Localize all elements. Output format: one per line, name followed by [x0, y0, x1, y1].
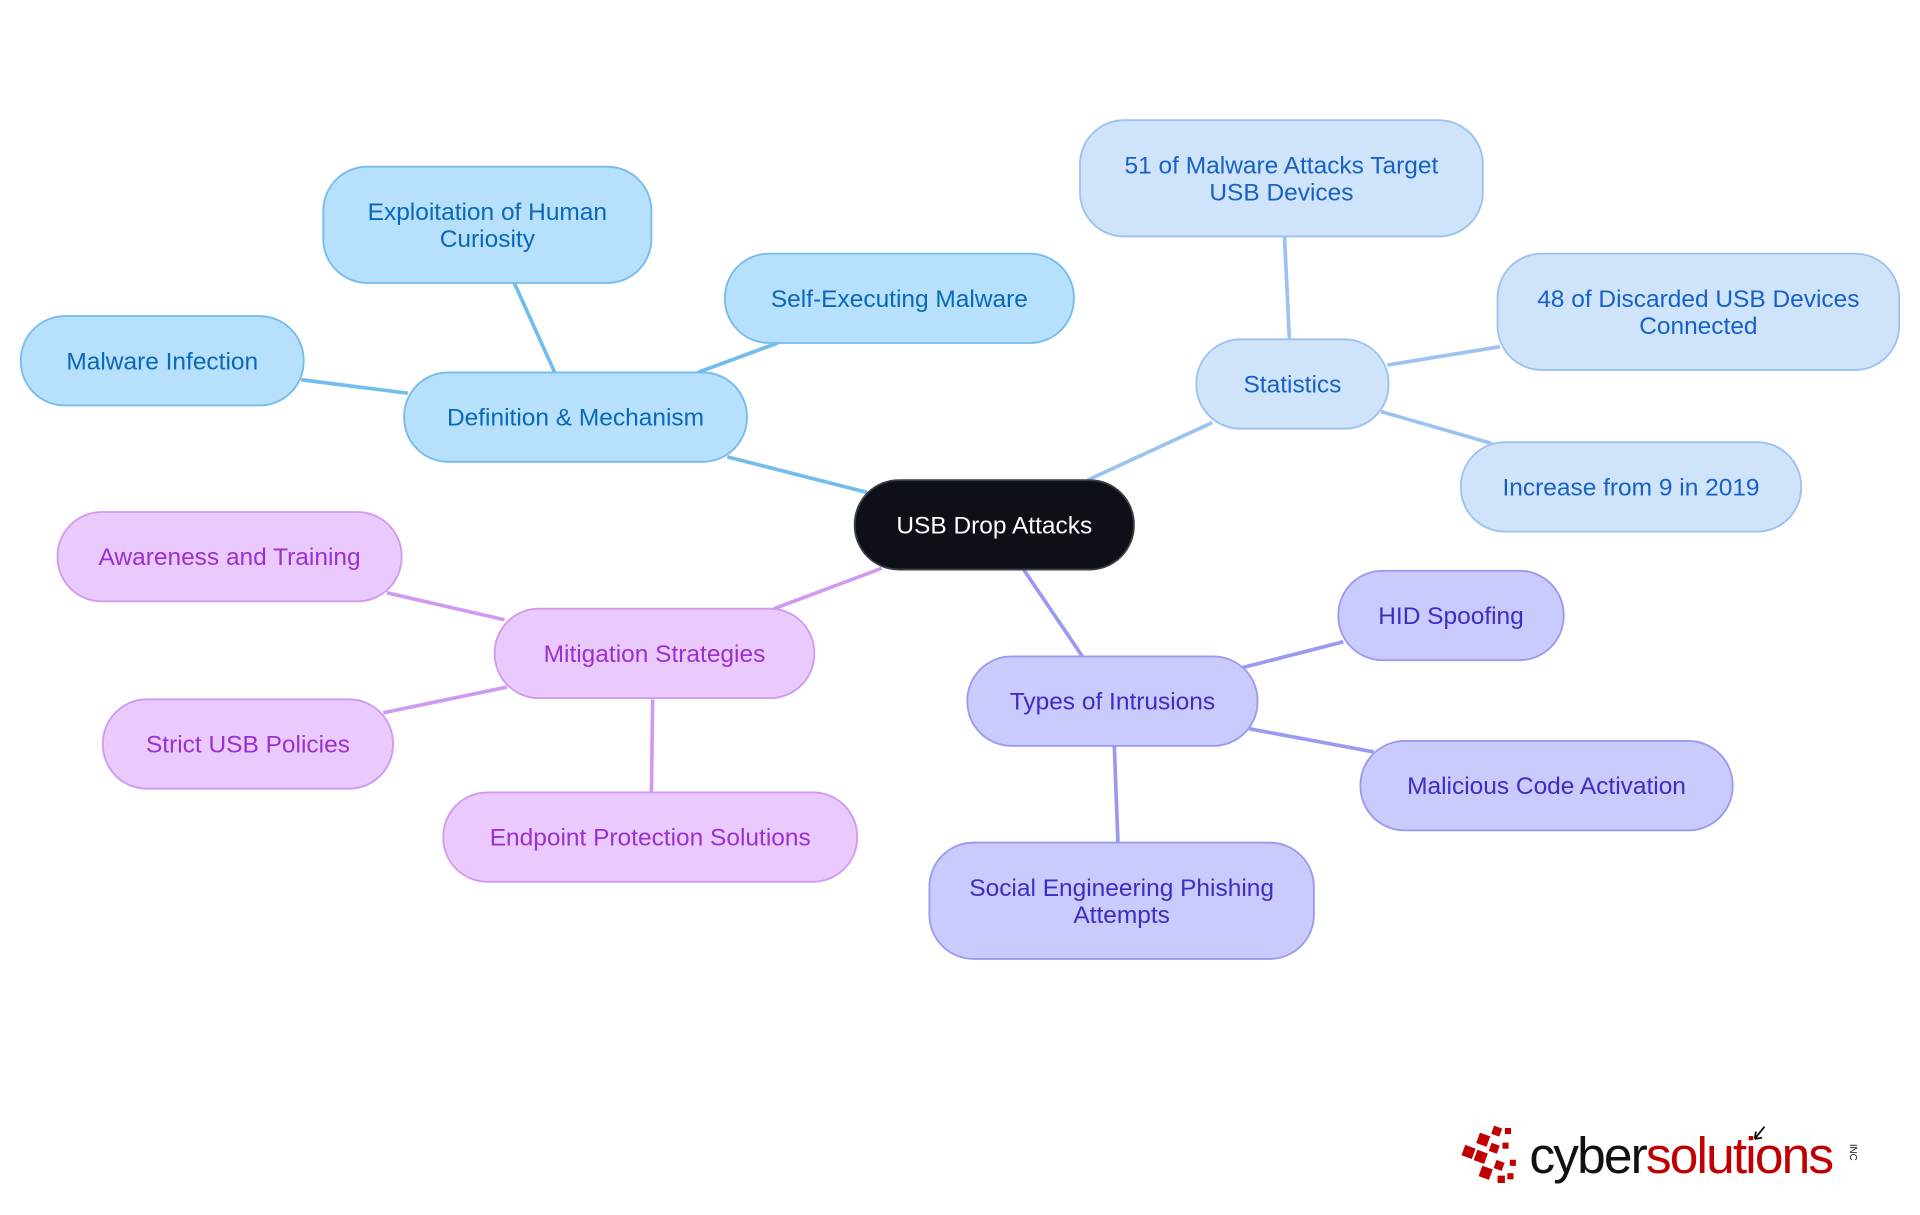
node-label: 48 of Discarded USB Devices [1537, 286, 1859, 313]
node-label: Malware Infection [66, 348, 258, 375]
nodes: USB Drop Attacks Definition & Mechanism Ex… [19, 119, 1901, 960]
edge-definition-self-executing-malware [697, 341, 779, 375]
node-label: Connected [1639, 313, 1757, 340]
node-shape [56, 511, 403, 603]
edge-mitigation-endpoint-protection-solutions [649, 699, 655, 793]
node-label: 51 of Malware Attacks Target [1125, 152, 1439, 179]
leaf-node-awareness-and-training[interactable]: Awareness and Training [56, 511, 403, 603]
edge-statistics-48-of-discarded-usb-devices-connected [1387, 344, 1501, 367]
edge-mitigation-awareness-and-training [386, 591, 505, 622]
edges [300, 236, 1501, 843]
node-label: Statistics [1243, 372, 1341, 399]
edge-root-definition [726, 455, 868, 495]
leaf-node-malware-infection[interactable]: Malware Infection [19, 315, 305, 407]
cybersolutions-logo: cybersolutions INC [1461, 1125, 1858, 1184]
node-shape [493, 607, 816, 700]
node-shape [1459, 441, 1803, 533]
node-label: Endpoint Protection Solutions [490, 825, 811, 852]
node-shape [966, 655, 1259, 747]
node-label: Increase from 9 in 2019 [1502, 474, 1759, 501]
root-node[interactable]: USB Drop Attacks [853, 479, 1135, 571]
node-shape [1337, 569, 1565, 662]
leaf-node-strict-usb-policies[interactable]: Strict USB Policies [101, 698, 394, 790]
leaf-node-self-executing-malware[interactable]: Self-Executing Malware [723, 252, 1075, 344]
logo-text-solutions: solutions [1646, 1126, 1832, 1184]
logo-arrow-icon [1753, 1126, 1766, 1140]
branch-node-types[interactable]: Types of Intrusions [966, 655, 1259, 747]
node-label: Self-Executing Malware [771, 286, 1028, 313]
logo-inc: INC [1847, 1144, 1858, 1161]
node-label: Exploitation of Human [368, 199, 607, 226]
branch-node-mitigation[interactable]: Mitigation Strategies [493, 607, 816, 700]
node-shape [1195, 338, 1390, 430]
node-shape [442, 791, 859, 883]
node-label: Strict USB Policies [146, 732, 350, 759]
edge-types-social-engineering-phishing-attempts [1112, 745, 1120, 843]
node-shape [928, 841, 1315, 960]
node-shape [101, 698, 394, 790]
node-label: Awareness and Training [99, 544, 361, 571]
node-label: USB Devices [1209, 179, 1353, 206]
edge-mitigation-strict-usb-policies [382, 685, 508, 715]
edge-root-statistics [1086, 420, 1214, 482]
node-shape [723, 252, 1075, 344]
node-label: Malicious Code Activation [1407, 773, 1686, 800]
node-label: Mitigation Strategies [544, 641, 766, 668]
leaf-node-malicious-code-activation[interactable]: Malicious Code Activation [1359, 740, 1734, 832]
node-shape [322, 165, 653, 284]
node-shape [1496, 252, 1901, 371]
node-shape [1079, 119, 1484, 238]
edge-types-malicious-code-activation [1248, 726, 1375, 754]
edge-types-hid-spoofing [1242, 640, 1344, 670]
node-label: Types of Intrusions [1010, 689, 1215, 716]
svg-text:cybersolutions: cybersolutions [1529, 1126, 1832, 1184]
branch-node-definition[interactable]: Definition & Mechanism [403, 371, 748, 463]
node-label: Curiosity [440, 226, 536, 253]
node-shape [403, 371, 748, 463]
edge-definition-malware-infection [300, 377, 408, 396]
logo-squares-icon [1461, 1125, 1516, 1184]
edge-statistics-increase-from-9-in-2019 [1380, 409, 1492, 446]
leaf-node-endpoint-protection-solutions[interactable]: Endpoint Protection Solutions [442, 791, 859, 883]
leaf-node-increase-from-9-in-2019[interactable]: Increase from 9 in 2019 [1459, 441, 1803, 533]
node-shape [19, 315, 305, 407]
edge-statistics-51-of-malware-attacks-target-usb-devices [1282, 236, 1292, 340]
node-label: Social Engineering Phishing [969, 875, 1274, 902]
node-label: USB Drop Attacks [896, 512, 1092, 539]
leaf-node-hid-spoofing[interactable]: HID Spoofing [1337, 569, 1565, 662]
edge-definition-exploitation-of-human-curiosity [512, 282, 557, 374]
edge-root-mitigation [773, 566, 883, 611]
edge-root-types [1022, 568, 1084, 658]
node-label: Attempts [1073, 902, 1170, 929]
branch-node-statistics[interactable]: Statistics [1195, 338, 1390, 430]
logo-text-cyber: cyber [1529, 1126, 1647, 1184]
node-shape [853, 479, 1135, 571]
node-label: Definition & Mechanism [447, 405, 704, 432]
node-label: HID Spoofing [1378, 603, 1524, 630]
node-shape [1359, 740, 1734, 832]
